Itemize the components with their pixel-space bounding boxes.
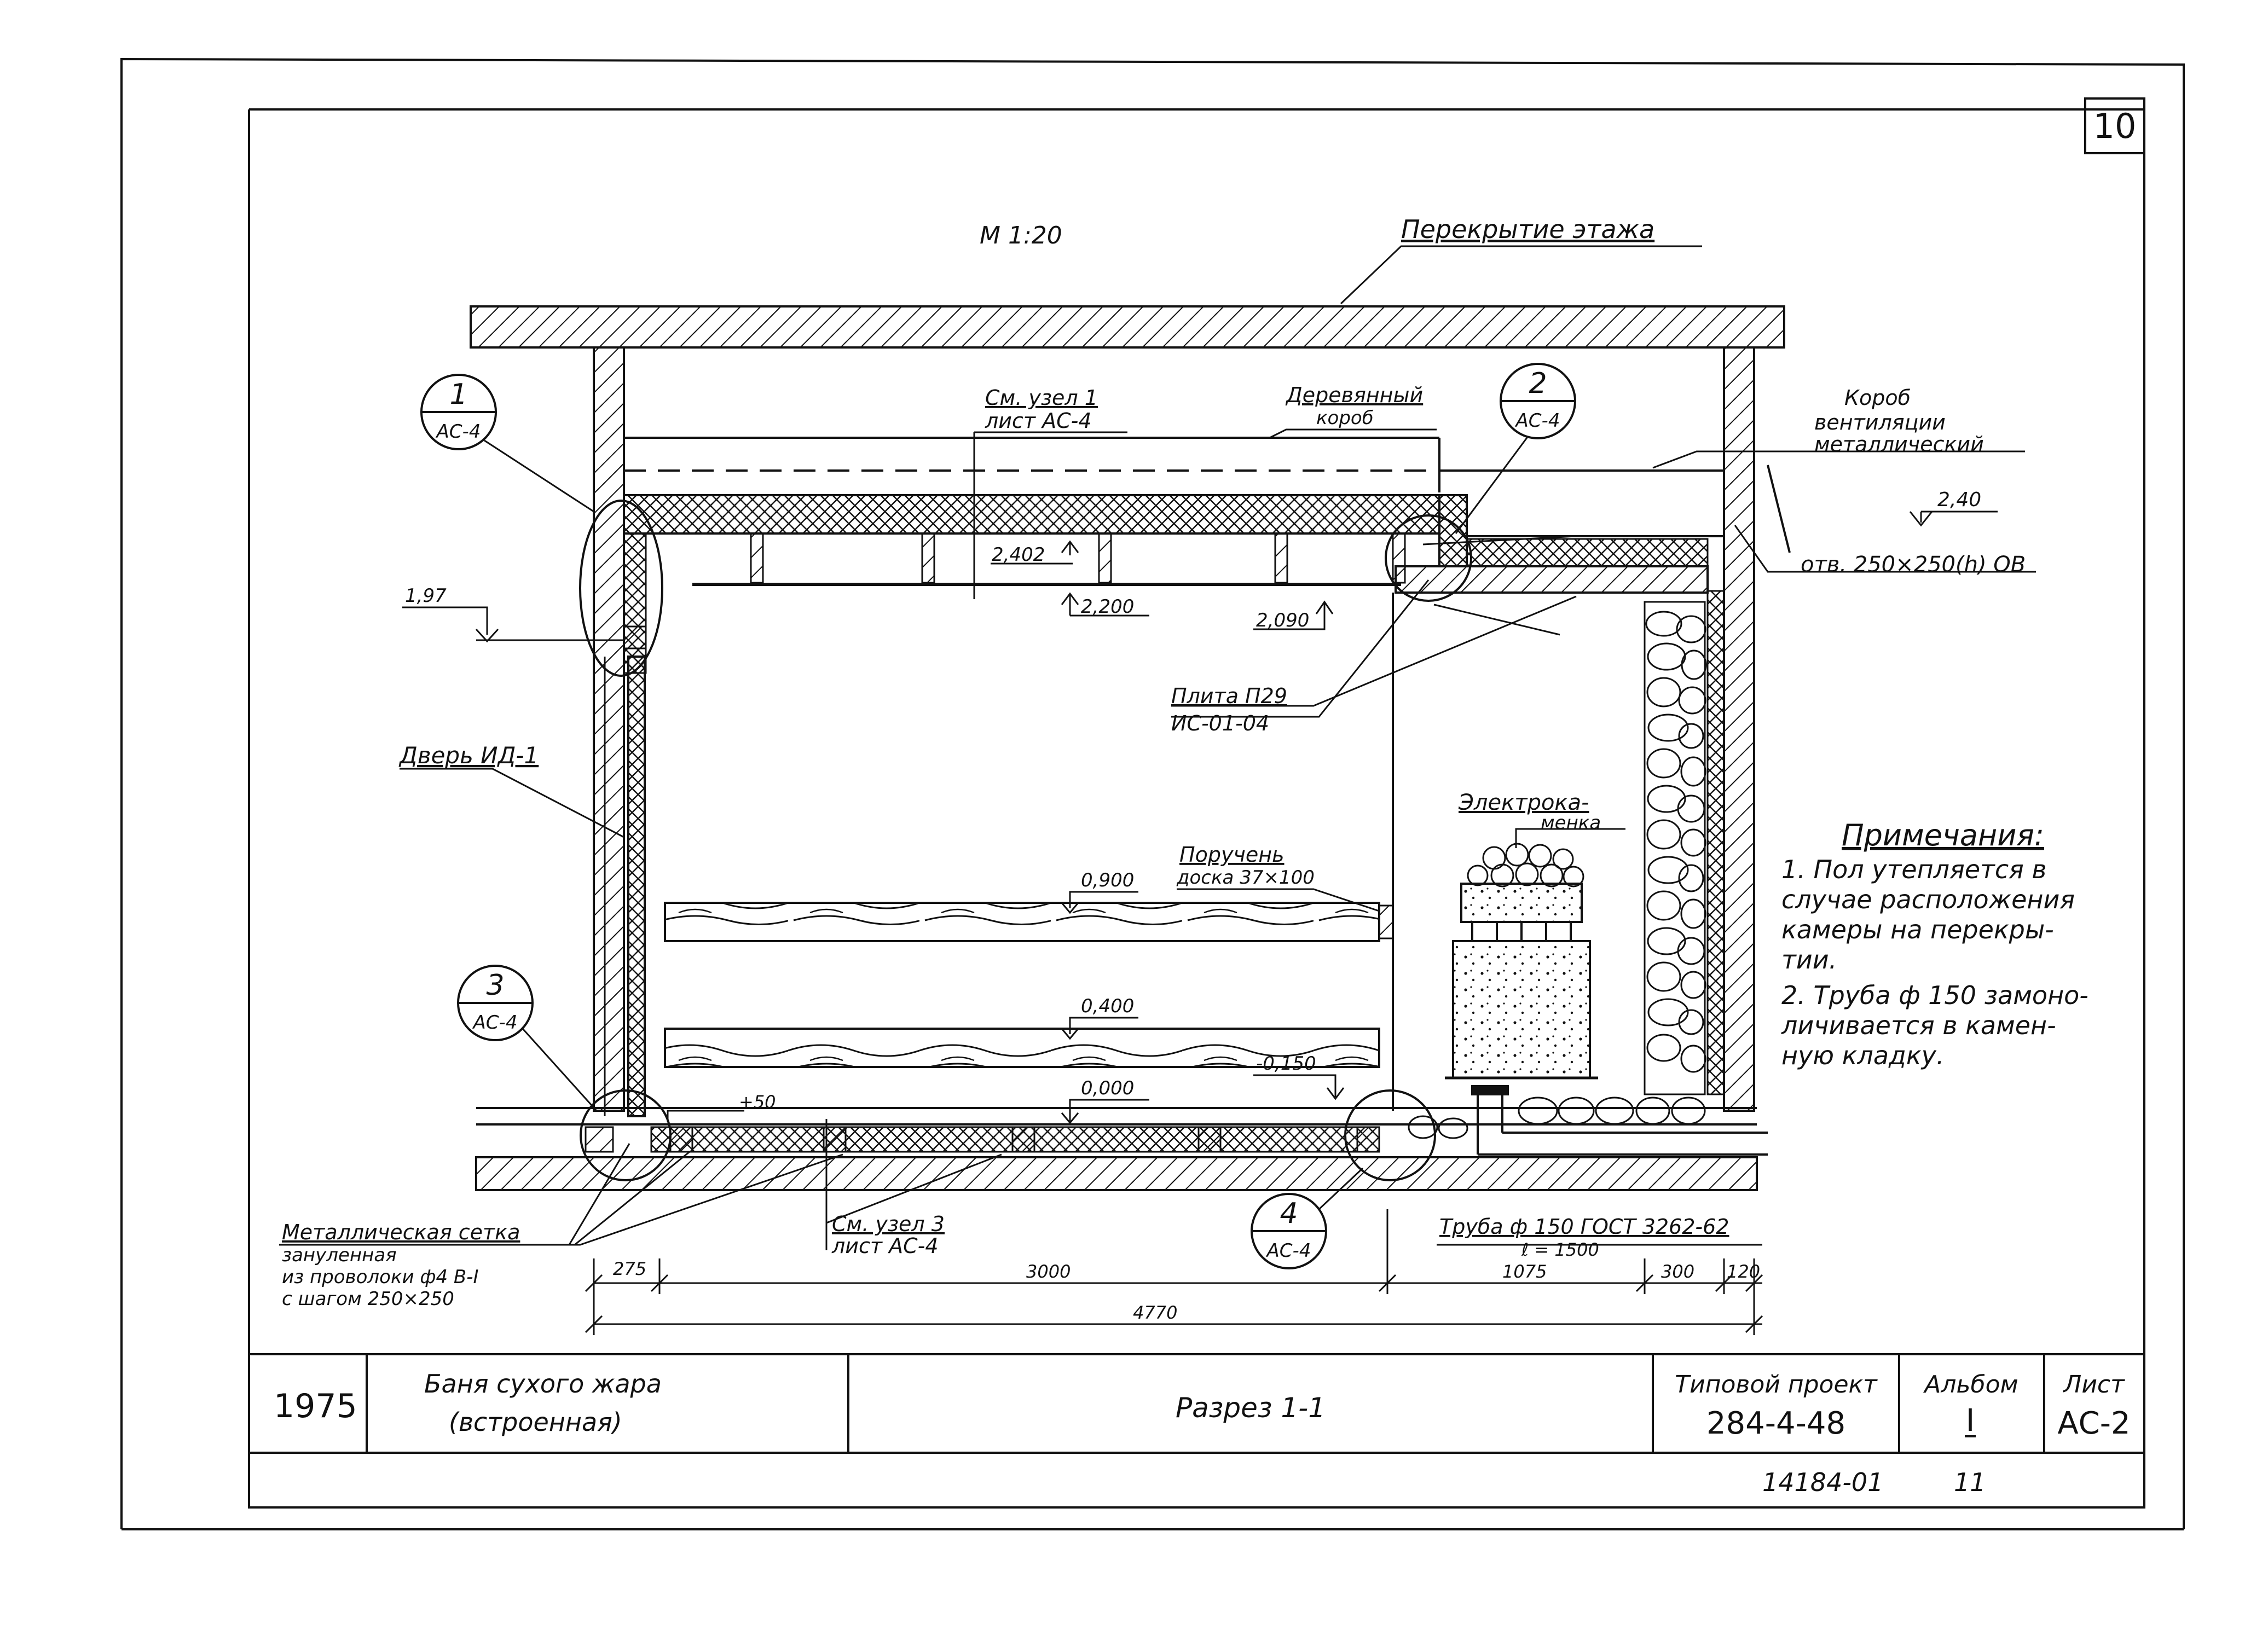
ceiling-battens [692, 532, 1406, 586]
slab-p29-line2: ИС-01-04 [1171, 711, 1269, 735]
callout-1-number: 1 [449, 378, 467, 411]
elevation-0-900: 0,900 [1081, 869, 1134, 891]
callout-2-sheet: АС-4 [1515, 410, 1560, 432]
bench-upper [664, 902, 1394, 942]
elevation-plus-50: +50 [739, 1092, 776, 1112]
title-album-label: Альбом [1923, 1371, 2018, 1399]
title-album-value: I [1966, 1403, 1975, 1438]
elevation-marks [402, 511, 1998, 1124]
right-wall [1706, 346, 1755, 1112]
wooden-box-line2: короб [1316, 407, 1374, 429]
node1-ref-line2: лист АС-4 [985, 409, 1092, 433]
left-wall [593, 346, 625, 1112]
callout-3-number: 3 [486, 969, 504, 1002]
mesh-line3: из проволоки ф4 В-I [282, 1266, 479, 1288]
note-line-4: тии. [1781, 945, 1837, 974]
heater-line1: Электрока- [1458, 790, 1589, 815]
title-block [366, 1354, 2045, 1453]
floor-build-up [475, 1107, 1758, 1191]
floor-slab-above [470, 305, 1785, 349]
wooden-box [624, 437, 1724, 492]
elevation-2-090: 2,090 [1256, 610, 1309, 631]
ceiling-insulation [623, 494, 1709, 594]
handrail-line1: Поручень [1179, 843, 1285, 867]
leader-lines [279, 245, 2036, 1250]
title-name-line1: Баня сухого жара [424, 1369, 662, 1399]
archive-page: 11 [1954, 1467, 1986, 1497]
callout-1[interactable]: 1 АС-4 [420, 374, 594, 513]
callout-2[interactable]: 2 АС-4 [1455, 363, 1576, 534]
vent-box-line1: Короб [1844, 386, 1911, 410]
door-frame [623, 532, 647, 674]
heater-line2: менка [1541, 812, 1601, 834]
title-sheet-value: АС-2 [2057, 1406, 2130, 1441]
title-name-line2: (встроенная) [449, 1407, 622, 1437]
elevation-2-402: 2,402 [992, 544, 1045, 566]
note-line-2: случае расположения [1781, 885, 2075, 914]
archive-number: 14184-01 [1762, 1467, 1883, 1497]
sheet-frame [120, 57, 2185, 1530]
wooden-box-line1: Деревянный [1285, 383, 1423, 407]
title-project-label: Типовой проект [1675, 1371, 1878, 1399]
title-drawing: Разрез 1-1 [1176, 1392, 1326, 1424]
node1-ref-line1: См. узел 1 [985, 386, 1098, 410]
elevation-0-000: 0,000 [1081, 1077, 1134, 1099]
note-line-3: камеры на перекры- [1781, 915, 2054, 944]
dimension-4770: 4770 [1133, 1302, 1177, 1323]
slab-p29-line1: Плита П29 [1171, 684, 1287, 708]
note-line-5: 2. Труба ф 150 замоно- [1781, 981, 2088, 1010]
dimension-1075: 1075 [1502, 1261, 1547, 1282]
detail-marks [579, 500, 1472, 1181]
note-line-6: личивается в камен- [1781, 1011, 2056, 1040]
opening-label: отв. 250×250(h) ОВ [1801, 552, 2026, 577]
callout-2-number: 2 [1529, 367, 1547, 400]
callout-4[interactable]: 4 АС-4 [1251, 1167, 1364, 1269]
title-project-number: 284-4-48 [1706, 1406, 1845, 1441]
callout-1-sheet: АС-4 [436, 421, 481, 443]
handrail-line2: доска 37×100 [1176, 867, 1315, 889]
elevation-2-200: 2,200 [1081, 596, 1134, 618]
floor-slab-label: Перекрытие этажа [1401, 214, 1654, 244]
title-sheet-label: Лист [2062, 1371, 2125, 1399]
vent-duct [1439, 465, 1791, 553]
pipe-line1: Труба ф 150 ГОСТ 3262-62 [1439, 1215, 1729, 1239]
elevation-1-97: 1,97 [405, 585, 447, 607]
callout-4-number: 4 [1280, 1197, 1298, 1230]
electric-heater [1445, 843, 1598, 1080]
elevation-2-40: 2,40 [1937, 489, 1981, 511]
dimension-3000: 3000 [1026, 1261, 1071, 1282]
dimension-275: 275 [613, 1258, 646, 1279]
bench-lower [664, 1028, 1380, 1068]
notes: Примечания: 1. Пол утепляется в случае р… [1781, 818, 2088, 1070]
vent-box-line2: вентиляции [1814, 410, 1946, 434]
dimension-300: 300 [1661, 1261, 1694, 1282]
node3-ref-line1: См. узел 3 [832, 1212, 945, 1236]
dimension-lines [585, 1209, 1763, 1335]
elevation-0-400: 0,400 [1081, 995, 1134, 1017]
title-year: 1975 [274, 1387, 357, 1425]
scale-label: М 1:20 [980, 222, 1062, 250]
mesh-line1: Металлическая сетка [282, 1220, 520, 1244]
pipe-150 [1471, 1085, 1768, 1156]
elevation-minus-0-150: -0,150 [1256, 1053, 1316, 1075]
door [604, 656, 646, 1117]
mesh-line4: с шагом 250×250 [282, 1288, 454, 1310]
sheet-number: 10 [2093, 106, 2137, 146]
pipe-line2: ℓ = 1500 [1521, 1239, 1599, 1260]
dimension-120: 120 [1727, 1261, 1760, 1282]
note-line-7: ную кладку. [1781, 1041, 1944, 1070]
node3-ref-line2: лист АС-4 [831, 1234, 939, 1258]
notes-title: Примечания: [1842, 818, 2044, 852]
vent-box-line3: металлический [1814, 432, 1984, 456]
note-line-1: 1. Пол утепляется в [1781, 855, 2047, 884]
callout-4-sheet: АС-4 [1266, 1240, 1311, 1262]
callout-3[interactable]: 3 АС-4 [457, 965, 598, 1112]
door-label: Дверь ИД-1 [398, 742, 539, 769]
callout-3-sheet: АС-4 [472, 1012, 518, 1034]
mesh-line2: зануленная [282, 1244, 397, 1266]
